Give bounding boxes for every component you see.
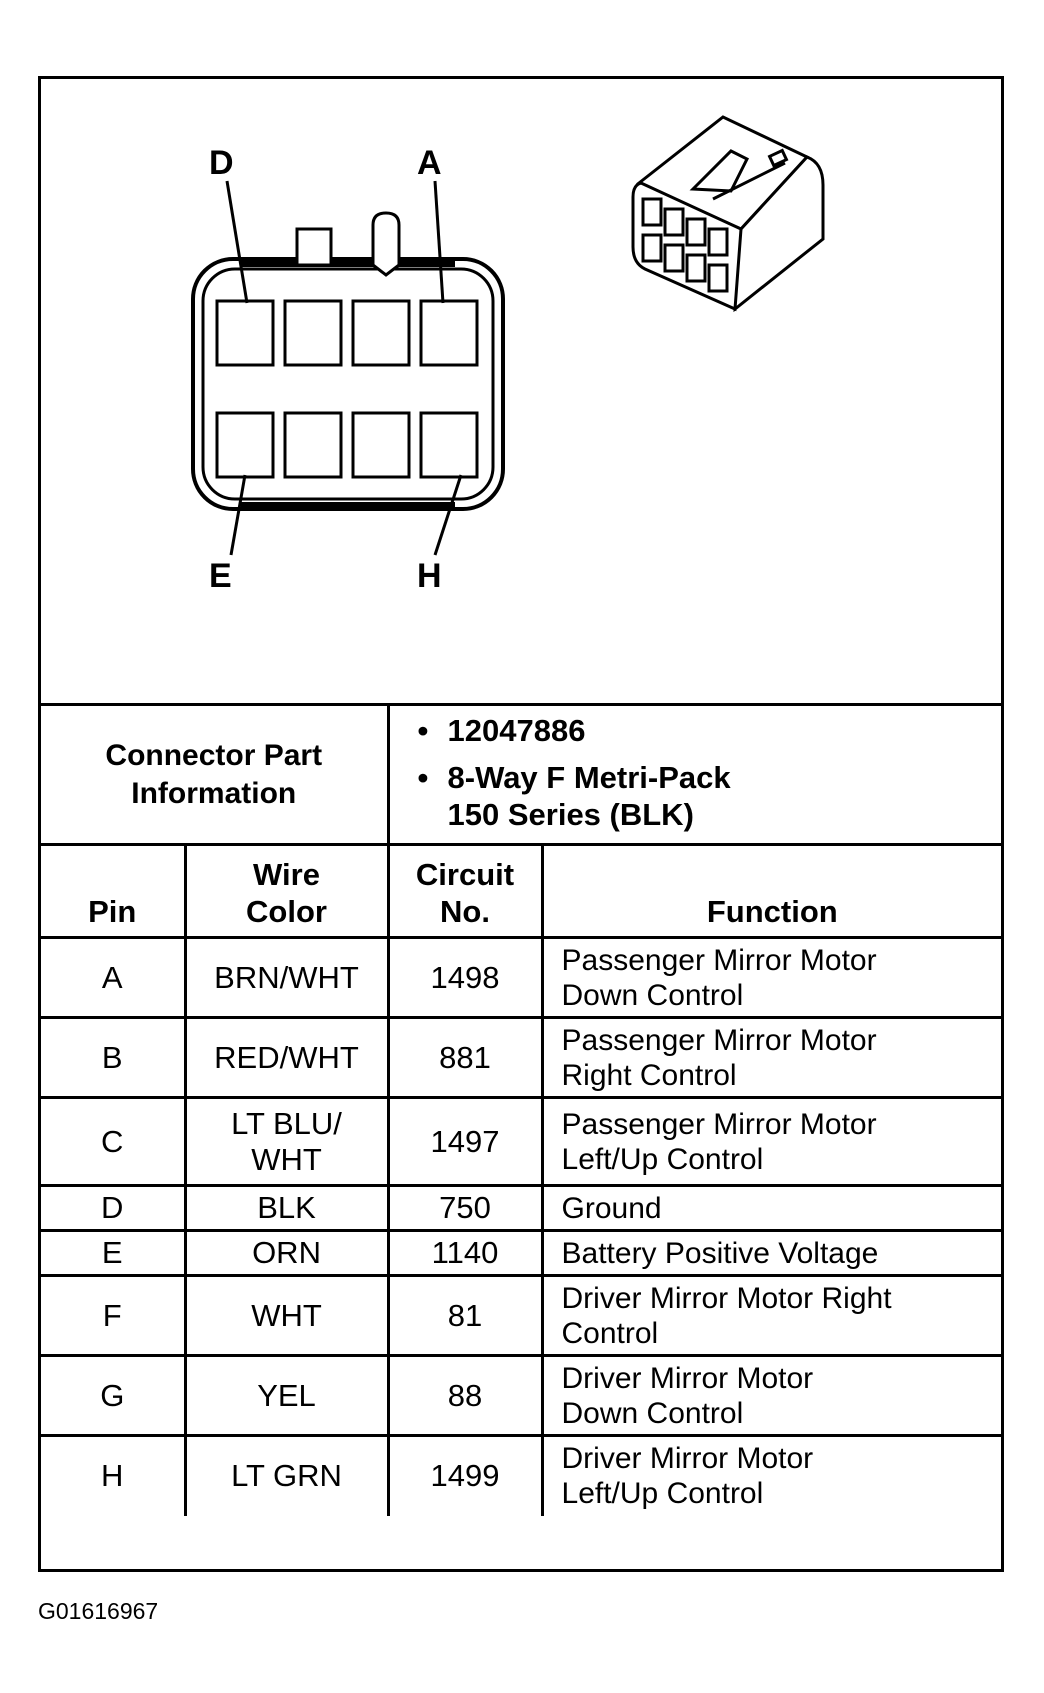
table-row: E ORN 1140 Battery Positive Voltage	[41, 1229, 1002, 1277]
header-function: Function	[540, 843, 1002, 939]
connector-info-table: Connector Part Information 12047886 8-Wa…	[41, 703, 1002, 1516]
pin-cell: D	[41, 1184, 187, 1232]
header-circuit-no: Circuit No.	[386, 843, 544, 939]
wire-color-cell: BLK	[183, 1184, 390, 1232]
function-cell: Battery Positive Voltage	[540, 1229, 1002, 1277]
pin-cell: A	[41, 936, 187, 1019]
circuit-cell: 881	[386, 1016, 544, 1099]
cavity-d	[215, 299, 275, 367]
pin-cavities	[215, 299, 479, 479]
connector-part-label-line1: Connector Part	[105, 738, 323, 772]
circuit-cell: 750	[386, 1184, 544, 1232]
part-description: 8-Way F Metri-Pack 150 Series (BLK)	[418, 759, 1002, 833]
diagram-frame: D A E H	[38, 76, 1004, 1572]
pin-cell: H	[41, 1434, 187, 1516]
cavity-b	[351, 299, 411, 367]
circuit-cell: 88	[386, 1354, 544, 1437]
cavity-c	[283, 299, 343, 367]
cavity-e	[215, 411, 275, 479]
wire-color-cell: WHT	[183, 1274, 390, 1357]
cavity-g	[351, 411, 411, 479]
pin-cell: E	[41, 1229, 187, 1277]
table-row: C LT BLU/WHT 1497 Passenger Mirror Motor…	[41, 1096, 1002, 1187]
pin-cell: C	[41, 1096, 187, 1187]
pin-cell: B	[41, 1016, 187, 1099]
connector-part-label-line2: Information	[131, 776, 297, 810]
pin-label-a: A	[417, 144, 442, 182]
table-row: D BLK 750 Ground	[41, 1184, 1002, 1232]
header-pin: Pin	[41, 843, 187, 939]
pin-cell: G	[41, 1354, 187, 1437]
circuit-cell: 1499	[386, 1434, 544, 1516]
pin-label-h: H	[417, 557, 442, 595]
circuit-cell: 1497	[386, 1096, 544, 1187]
connector-part-row: Connector Part Information 12047886 8-Wa…	[41, 703, 1002, 846]
pin-cell: F	[41, 1274, 187, 1357]
pin-label-d: D	[209, 144, 234, 182]
header-wire-color: Wire Color	[183, 843, 390, 939]
wire-color-cell: LT BLU/WHT	[183, 1096, 390, 1187]
figure-id: G01616967	[38, 1598, 159, 1624]
connector-isometric-illustration	[631, 115, 825, 313]
wire-color-cell: LT GRN	[183, 1434, 390, 1516]
cavity-h	[419, 411, 479, 479]
connector-part-label: Connector Part Information	[41, 703, 390, 846]
function-cell: Ground	[540, 1184, 1002, 1232]
circuit-cell: 1140	[386, 1229, 544, 1277]
circuit-cell: 81	[386, 1274, 544, 1357]
part-number: 12047886	[418, 712, 1002, 749]
cavity-a	[419, 299, 479, 367]
pin-label-e: E	[209, 557, 232, 595]
leader-lines	[225, 180, 463, 556]
cavity-f	[283, 411, 343, 479]
table-header-row: Pin Wire Color Circuit No. Function	[41, 843, 1002, 939]
circuit-cell: 1498	[386, 936, 544, 1019]
wire-color-cell: BRN/WHT	[183, 936, 390, 1019]
wire-color-cell: ORN	[183, 1229, 390, 1277]
wire-color-cell: RED/WHT	[183, 1016, 390, 1099]
connector-diagram: D A E H	[191, 115, 825, 595]
connector-face	[191, 211, 505, 511]
wire-color-cell: YEL	[183, 1354, 390, 1437]
connector-part-values: 12047886 8-Way F Metri-Pack 150 Series (…	[386, 703, 1002, 846]
